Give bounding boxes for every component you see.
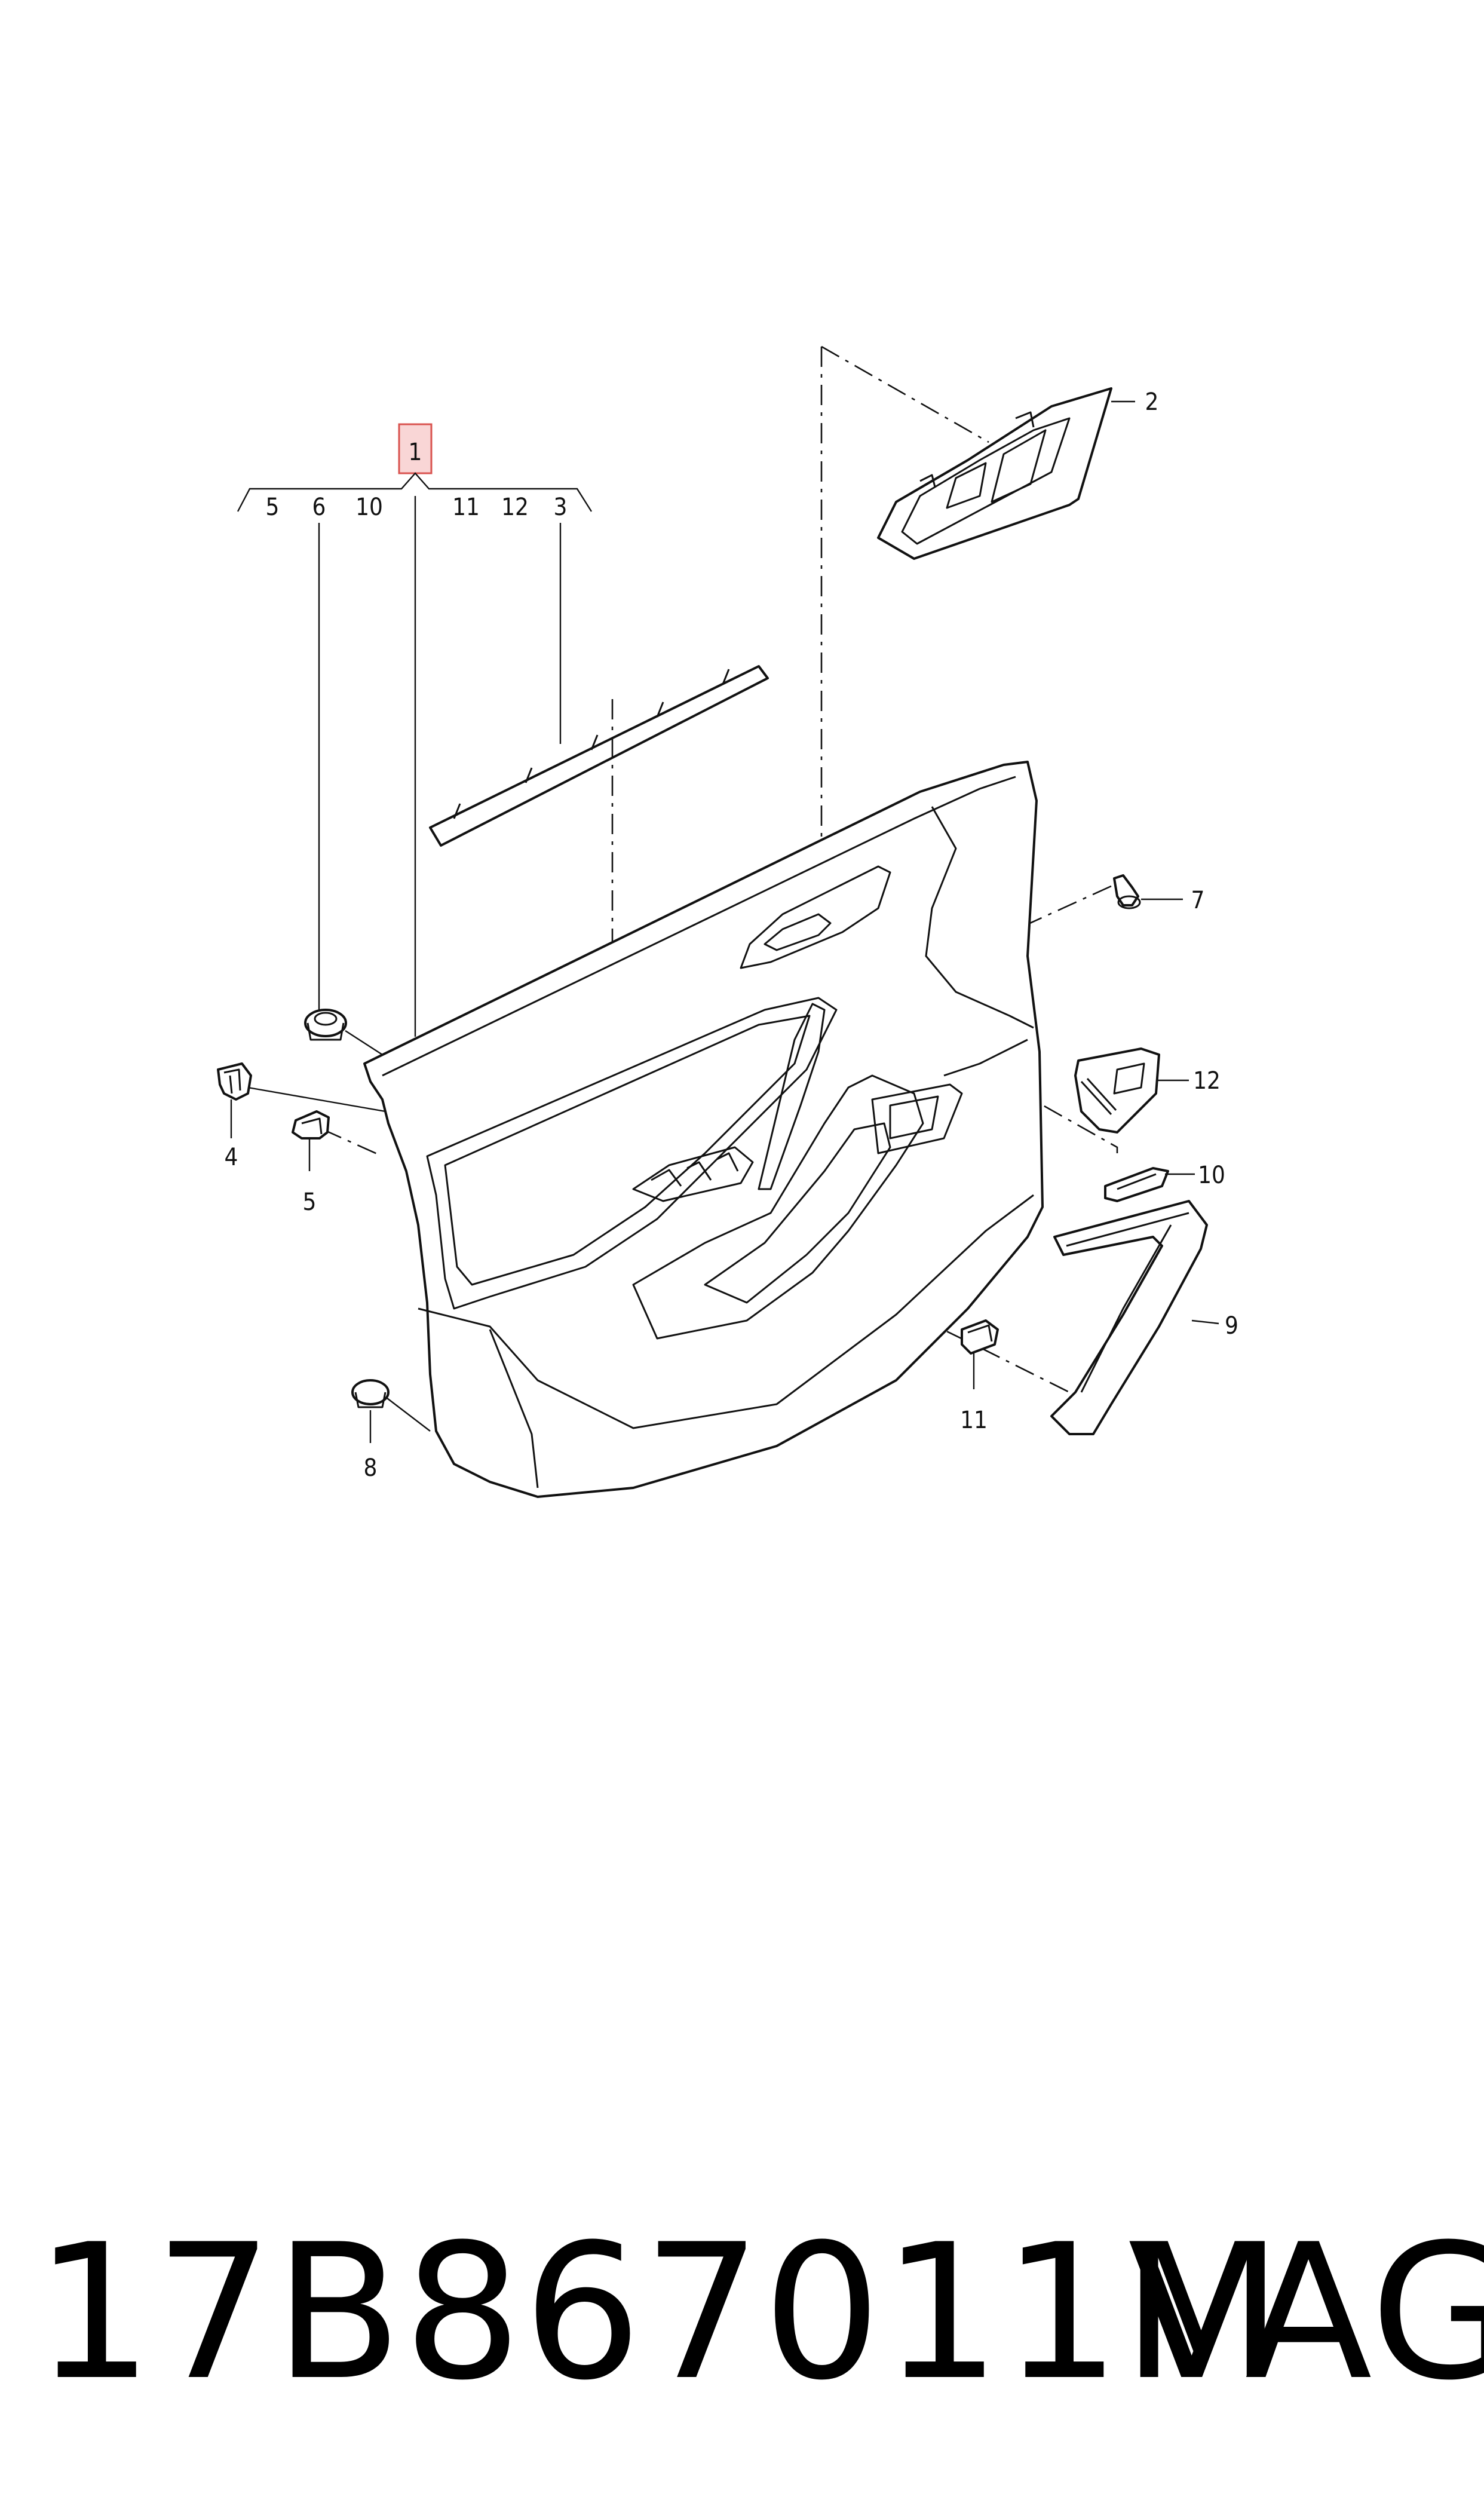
leader-8-to-panel (387, 1398, 431, 1432)
callout-bracket (237, 472, 593, 512)
part-10-cap (1104, 1167, 1169, 1202)
part-number-label: 17B867011M (35, 2204, 1284, 2421)
callout-4: 4 (225, 1144, 238, 1171)
callout-5: 5 (303, 1188, 317, 1216)
callout-7: 7 (1191, 887, 1205, 914)
part-3-window-strip (429, 665, 769, 847)
callout-5-top: 5 (266, 494, 280, 521)
callout-9: 9 (1225, 1312, 1238, 1340)
callout-3: 3 (554, 494, 568, 521)
brand-label: VAG (1128, 2204, 1484, 2421)
assembly-line-2 (820, 345, 989, 935)
part-5-clip (292, 1110, 330, 1139)
leader-6-to-panel (345, 1030, 383, 1056)
part-8-clip (351, 1379, 390, 1408)
callout-10-top: 10 (355, 494, 383, 521)
part-4-bracket-clip (217, 1062, 252, 1101)
callout-11: 11 (960, 1407, 988, 1434)
callout-12-top: 12 (501, 494, 529, 521)
callout-8: 8 (364, 1454, 378, 1482)
callout-1: 1 (409, 439, 422, 466)
part-11-clip (961, 1319, 999, 1355)
callout-10: 10 (1198, 1162, 1225, 1189)
part-6-round-clip (304, 1009, 347, 1041)
callout-12: 12 (1193, 1067, 1221, 1095)
part-2-window-switch-trim (877, 387, 1112, 560)
part-1-door-trim-panel (363, 761, 1044, 1498)
leader-9 (1191, 1319, 1219, 1325)
part-7-screw (1113, 874, 1141, 909)
callout-2: 2 (1145, 388, 1159, 416)
callout-11-top: 11 (452, 494, 480, 521)
part-12-switch-bezel (1074, 1047, 1160, 1134)
assembly-line-5 (322, 1128, 383, 1157)
callout-6: 6 (312, 494, 326, 521)
part-9-trim-strip (1050, 1200, 1208, 1435)
leader-4-to-panel (247, 1086, 386, 1113)
